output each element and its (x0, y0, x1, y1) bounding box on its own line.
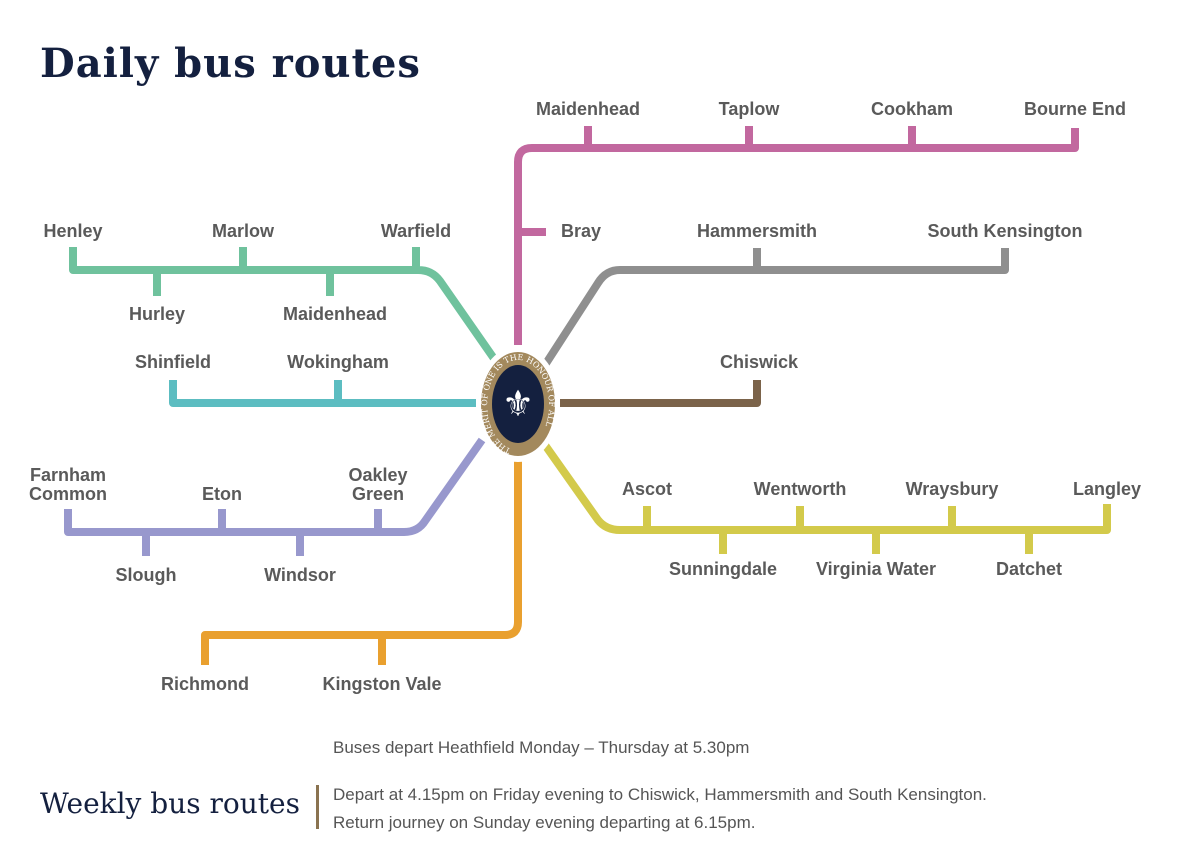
stop-warfield: Warfield (381, 221, 451, 241)
route-gray (541, 248, 1009, 368)
stop-kingston-vale: Kingston Vale (322, 674, 441, 694)
stop-wokingham: Wokingham (287, 352, 389, 372)
route-orange (201, 460, 522, 665)
stop-farnham-common-line1: Farnham (30, 465, 106, 485)
stop-shinfield: Shinfield (135, 352, 211, 372)
stop-hammersmith: Hammersmith (697, 221, 817, 241)
stop-oakley-green-line2: Green (352, 484, 404, 504)
stop-hurley: Hurley (129, 304, 185, 324)
route-purple (64, 437, 486, 556)
stop-farnham-common-line2: Common (29, 484, 107, 504)
stop-windsor: Windsor (264, 565, 336, 585)
weekly-note-line1: Depart at 4.15pm on Friday evening to Ch… (333, 785, 987, 804)
route-yellow (541, 442, 1111, 554)
stop-wentworth: Wentworth (754, 479, 847, 499)
stop-henley: Henley (43, 221, 102, 241)
stop-bray: Bray (561, 221, 601, 241)
divider (316, 785, 319, 829)
school-crest-logo: THE MERIT OF ONE IS THE HONOUR OF ALL ⚜ (476, 346, 560, 462)
stop-richmond: Richmond (161, 674, 249, 694)
page-title: Daily bus routes (40, 40, 421, 87)
daily-schedule-note: Buses depart Heathfield Monday – Thursda… (333, 738, 750, 757)
stop-taplow: Taplow (719, 99, 781, 119)
route-teal (169, 380, 476, 407)
route-pink (514, 126, 1079, 345)
stop-datchet: Datchet (996, 559, 1062, 579)
route-brown (560, 380, 761, 407)
stop-bourne-end: Bourne End (1024, 99, 1126, 119)
route-green (69, 247, 499, 363)
stop-langley: Langley (1073, 479, 1141, 499)
weekly-note-line2: Return journey on Sunday evening departi… (333, 813, 756, 832)
stop-oakley-green-line1: Oakley (348, 465, 407, 485)
stop-ascot: Ascot (622, 479, 672, 499)
stop-wraysbury: Wraysbury (906, 479, 999, 499)
stop-virginia-water: Virginia Water (816, 559, 936, 579)
stop-eton: Eton (202, 484, 242, 504)
stop-marlow: Marlow (212, 221, 275, 241)
stop-maidenhead-pink: Maidenhead (536, 99, 640, 119)
stop-sunningdale: Sunningdale (669, 559, 777, 579)
stop-chiswick: Chiswick (720, 352, 799, 372)
weekly-routes-heading: Weekly bus routes (40, 787, 300, 820)
stop-south-kensington: South Kensington (928, 221, 1083, 241)
stop-maidenhead-green: Maidenhead (283, 304, 387, 324)
fleur-de-lis-icon: ⚜ (502, 383, 534, 424)
stop-slough: Slough (116, 565, 177, 585)
stop-cookham: Cookham (871, 99, 953, 119)
